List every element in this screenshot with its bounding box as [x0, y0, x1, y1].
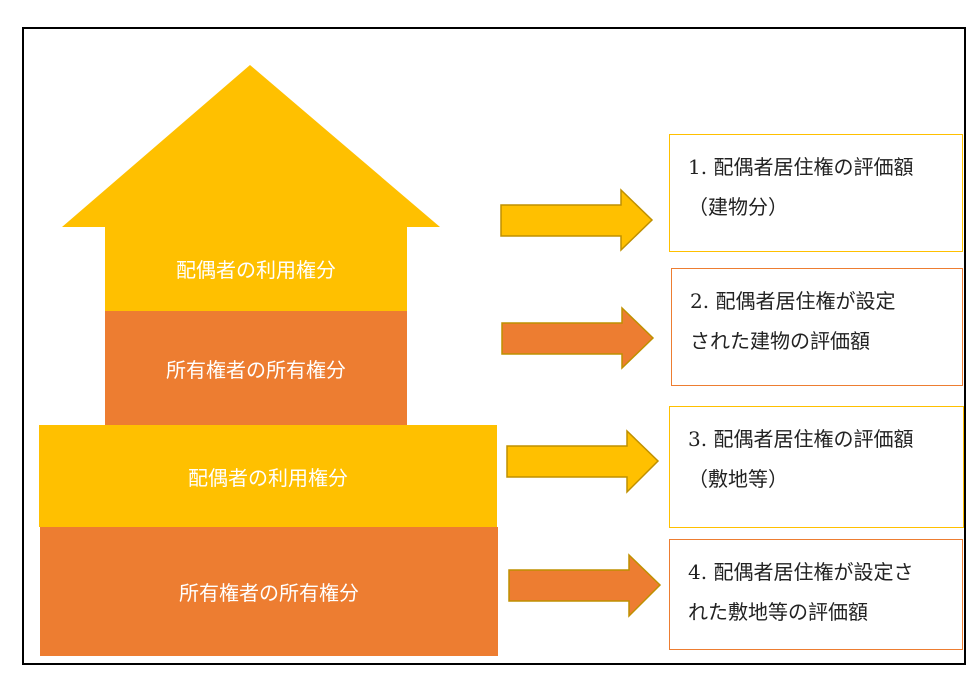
box-line: された建物の評価額 — [690, 329, 870, 353]
diagram-frame — [22, 27, 966, 665]
box-line: 3. 配偶者居住権の評価額 — [688, 427, 914, 451]
building-spouse-use-block: 配偶者の利用権分 — [105, 226, 407, 311]
building-owner-share-block: 所有権者の所有権分 — [105, 311, 407, 425]
building-spouse-use-label: 配偶者の利用権分 — [176, 258, 336, 282]
building-residence-right-value-box: 1. 配偶者居住権の評価額 （建物分） — [669, 134, 963, 252]
land-residence-right-value-box: 3. 配偶者居住権の評価額 （敷地等） — [669, 406, 964, 528]
box-line: 4. 配偶者居住権が設定さ — [688, 560, 914, 584]
box-line: （敷地等） — [688, 467, 788, 491]
land-spouse-use-label: 配偶者の利用権分 — [188, 465, 348, 490]
building-owner-share-label: 所有権者の所有権分 — [166, 357, 346, 382]
land-owner-share-label: 所有権者の所有権分 — [179, 581, 359, 605]
land-value-box: 4. 配偶者居住権が設定さ れた敷地等の評価額 — [669, 539, 963, 650]
arrow-right-icon — [508, 553, 662, 618]
land-spouse-use-block: 配偶者の利用権分 — [39, 425, 497, 527]
building-value-box: 2. 配偶者居住権が設定 された建物の評価額 — [671, 268, 963, 386]
box-line: （建物分） — [688, 195, 788, 219]
arrow-right-icon — [500, 188, 654, 252]
land-owner-share-block: 所有権者の所有権分 — [40, 527, 498, 656]
arrow-right-icon — [501, 306, 655, 370]
box-line: れた敷地等の評価額 — [688, 600, 868, 624]
box-line: 1. 配偶者居住権の評価額 — [688, 155, 914, 179]
box-line: 2. 配偶者居住権が設定 — [690, 289, 896, 313]
arrow-right-icon — [506, 429, 660, 494]
